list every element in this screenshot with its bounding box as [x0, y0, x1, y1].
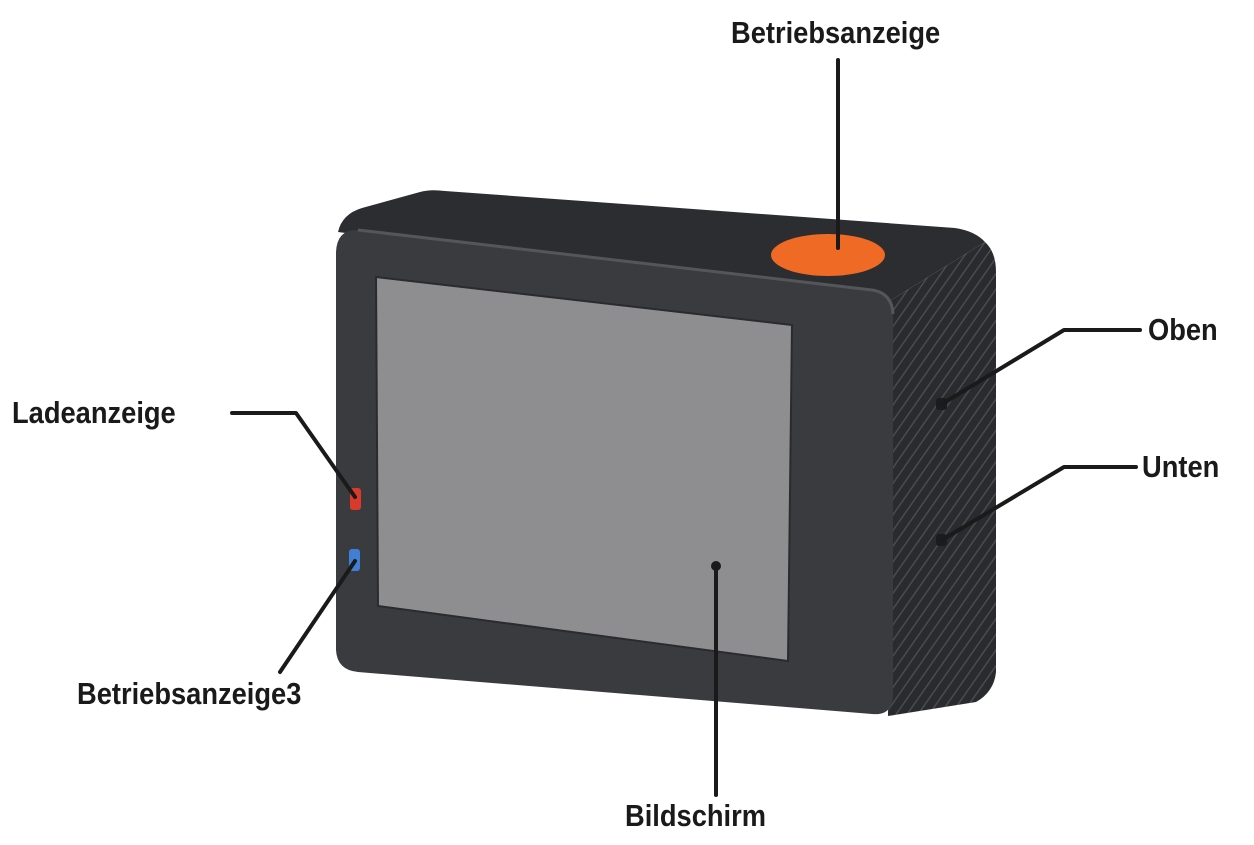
label-charge-indicator: Ladeanzeige — [12, 395, 176, 430]
screen-display — [374, 275, 794, 663]
power-button — [771, 234, 885, 276]
camera-side-grip — [888, 242, 996, 716]
label-screen: Bildschirm — [625, 798, 766, 833]
leader-up-button — [940, 328, 1142, 406]
label-up-button: Oben — [1148, 312, 1218, 347]
leader-status-indicator — [278, 559, 357, 674]
label-status-indicator: Betriebsanzeige3 — [77, 676, 302, 711]
label-down-button: Unten — [1142, 449, 1220, 484]
camera-front-edge — [357, 228, 895, 315]
label-power-button: Betriebsanzeige — [731, 15, 941, 50]
screen-anchor-dot — [711, 561, 721, 571]
leader-down-button — [940, 465, 1138, 542]
leader-charge-indicator — [230, 411, 357, 499]
